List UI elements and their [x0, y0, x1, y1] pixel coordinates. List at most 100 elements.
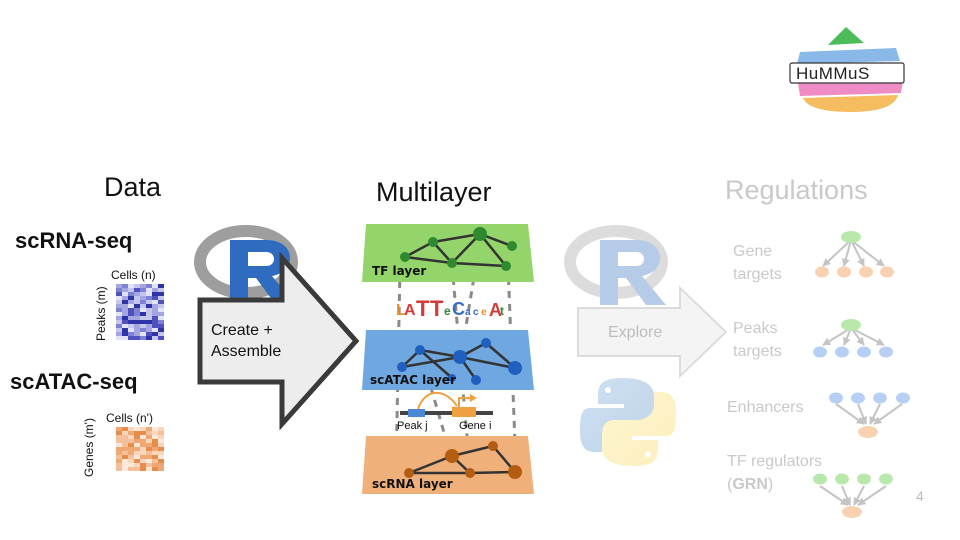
heatmap-cell	[122, 435, 128, 439]
svg-text:A: A	[489, 300, 502, 320]
heatmap-cell	[140, 284, 146, 288]
heatmap-cell	[128, 459, 134, 463]
heatmap-cell	[128, 463, 134, 467]
reg-peaks-targets-line-2: targets	[733, 343, 782, 360]
heatmap-cell	[128, 439, 134, 443]
heatmap-cell	[116, 316, 122, 320]
atac-cols-label: Cells (n')	[106, 411, 153, 425]
heatmap-cell	[152, 447, 158, 451]
heatmap-cell	[122, 288, 128, 292]
python-logo-icon	[580, 378, 676, 466]
heatmap-cell	[152, 431, 158, 435]
heatmap-cell	[158, 300, 164, 304]
heatmap-cell	[146, 292, 152, 296]
svg-text:t: t	[500, 304, 504, 318]
heatmap-cell	[134, 312, 140, 316]
heatmap-cell	[158, 328, 164, 332]
scrna-seq-label: scRNA-seq	[15, 228, 133, 253]
heatmap-cell	[122, 300, 128, 304]
heatmap-cell	[116, 439, 122, 443]
heatmap-cell	[122, 459, 128, 463]
heatmap-cell	[146, 439, 152, 443]
reg-gene-targets-label: Gene targets	[733, 240, 782, 286]
explore-label: Explore	[608, 324, 663, 341]
heatmap-cell	[134, 443, 140, 447]
create-label-line-2: Assemble	[211, 343, 282, 360]
reg-enhancers-graph	[829, 392, 910, 438]
heatmap-cell	[152, 467, 158, 471]
heatmap-cell	[116, 467, 122, 471]
svg-text:A: A	[404, 302, 416, 319]
heatmap-cell	[152, 455, 158, 459]
multilayer-section-title: Multilayer	[376, 177, 492, 207]
heatmap-cell	[122, 336, 128, 340]
create-assemble-label: Create + Assemble	[211, 320, 281, 362]
heatmap-cell	[116, 296, 122, 300]
heatmap-cell	[158, 463, 164, 467]
heatmap-cell	[140, 439, 146, 443]
grn-bold-text: GRN	[732, 476, 768, 493]
svg-text:T: T	[430, 296, 444, 321]
heatmap-cell	[152, 284, 158, 288]
heatmap-cell	[128, 316, 134, 320]
atac-heatmap	[116, 427, 164, 471]
heatmap-cell	[116, 328, 122, 332]
genome-track	[400, 391, 493, 417]
heatmap-cell	[122, 312, 128, 316]
heatmap-cell	[128, 332, 134, 336]
heatmap-cell	[152, 443, 158, 447]
heatmap-cell	[158, 320, 164, 324]
heatmap-cell	[116, 455, 122, 459]
heatmap-cell	[158, 284, 164, 288]
heatmap-cell	[152, 320, 158, 324]
reg-peaks-targets-label: Peaks targets	[733, 317, 782, 363]
heatmap-cell	[140, 312, 146, 316]
heatmap-cell	[140, 431, 146, 435]
heatmap-cell	[146, 316, 152, 320]
heatmap-cell	[158, 431, 164, 435]
logo-text: HuMMuS	[796, 64, 870, 83]
heatmap-cell	[158, 427, 164, 431]
heatmap-cell	[134, 427, 140, 431]
heatmap-cell	[122, 292, 128, 296]
scatac-seq-label: scATAC-seq	[10, 369, 138, 394]
svg-text:T: T	[416, 296, 430, 321]
create-label-line-1: Create +	[211, 322, 273, 339]
heatmap-cell	[152, 316, 158, 320]
rna-heatmap	[116, 284, 164, 340]
heatmap-cell	[140, 451, 146, 455]
heatmap-cell	[116, 435, 122, 439]
heatmap-cell	[134, 447, 140, 451]
atac-rows-label: Genes (m')	[82, 418, 96, 477]
heatmap-cell	[152, 459, 158, 463]
heatmap-cell	[128, 304, 134, 308]
heatmap-cell	[116, 292, 122, 296]
heatmap-cell	[134, 292, 140, 296]
svg-text:C: C	[452, 299, 465, 319]
heatmap-cell	[128, 288, 134, 292]
reg-tf-regulators-label: TF regulators (GRN)	[727, 450, 822, 496]
heatmap-cell	[152, 439, 158, 443]
reg-gene-targets-graph	[815, 231, 894, 278]
gene-box	[452, 407, 476, 417]
heatmap-cell	[152, 328, 158, 332]
heatmap-cell	[128, 308, 134, 312]
heatmap-cell	[146, 324, 152, 328]
heatmap-cell	[140, 300, 146, 304]
heatmap-cell	[116, 320, 122, 324]
svg-text:e: e	[481, 307, 487, 318]
heatmap-cell	[140, 463, 146, 467]
reg-gene-targets-line-1: Gene	[733, 243, 773, 260]
heatmap-cell	[116, 451, 122, 455]
heatmap-cell	[116, 284, 122, 288]
peak-label: Peak j	[397, 420, 428, 432]
heatmap-cell	[122, 451, 128, 455]
heatmap-cell	[134, 451, 140, 455]
heatmap-cell	[146, 455, 152, 459]
heatmap-cell	[146, 336, 152, 340]
logo-blue-band	[797, 48, 900, 64]
heatmap-cell	[146, 447, 152, 451]
heatmap-cell	[116, 459, 122, 463]
heatmap-cell	[140, 336, 146, 340]
